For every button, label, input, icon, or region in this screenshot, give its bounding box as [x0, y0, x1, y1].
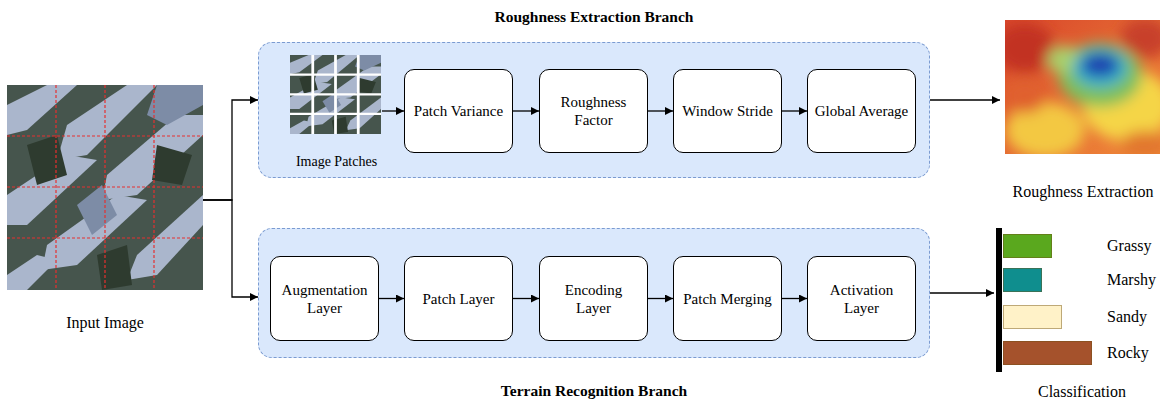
patch-grid [7, 85, 203, 290]
flow-arrow [930, 292, 994, 293]
flow-arrow [203, 100, 258, 200]
process-box: Patch Variance [404, 69, 513, 153]
image-caption: Classification [994, 382, 1170, 402]
process-box: Global Average [807, 69, 916, 153]
legend-row: Sandy [1003, 305, 1169, 329]
roughness-heatmap [1005, 20, 1160, 154]
legend-row: Rocky [1003, 341, 1169, 365]
process-box: Encoding Layer [539, 256, 648, 341]
process-box: Roughness Factor [539, 69, 648, 153]
image-caption: Image Patches [291, 152, 382, 172]
terrain-texture [290, 55, 381, 134]
patch-gaps [290, 55, 381, 134]
class-bar [1003, 305, 1062, 329]
input-image [7, 85, 203, 290]
image-caption: Roughness Extraction [1000, 182, 1166, 202]
class-bar [1003, 234, 1052, 258]
box-label: Window Stride [682, 102, 773, 120]
heatmap-blobs [1005, 20, 1160, 154]
box-label: Roughness Factor [546, 93, 641, 129]
class-label: Sandy [1107, 305, 1147, 329]
box-label: Global Average [815, 102, 908, 120]
process-box: Patch Layer [404, 256, 513, 341]
class-label: Grassy [1107, 234, 1151, 258]
box-label: Patch Merging [683, 290, 771, 308]
box-label: Patch Variance [414, 102, 503, 120]
image-caption: Input Image [7, 313, 203, 333]
branch-band: Terrain Recognition BranchAugmentation L… [258, 228, 930, 358]
class-label: Marshy [1107, 268, 1156, 292]
legend-row: Grassy [1003, 234, 1169, 258]
box-label: Patch Layer [422, 290, 494, 308]
process-box: Augmentation Layer [270, 256, 379, 341]
legend-row: Marshy [1003, 268, 1169, 292]
chart-axis [996, 228, 1002, 372]
class-bar [1003, 341, 1092, 365]
box-label: Activation Layer [814, 281, 909, 317]
box-label: Encoding Layer [546, 281, 641, 317]
branch-title: Roughness Extraction Branch [259, 7, 929, 27]
axis-bar [996, 228, 1002, 372]
terrain-texture [7, 85, 203, 290]
process-box: Window Stride [673, 69, 782, 153]
class-bar [1003, 268, 1042, 292]
branch-title: Terrain Recognition Branch [259, 381, 929, 401]
process-box: Patch Merging [673, 256, 782, 341]
box-label: Augmentation Layer [277, 281, 372, 317]
flow-arrow [203, 200, 258, 297]
class-label: Rocky [1107, 341, 1149, 365]
process-box: Activation Layer [807, 256, 916, 341]
image-patches [290, 55, 381, 134]
flow-arrow [930, 99, 1000, 100]
